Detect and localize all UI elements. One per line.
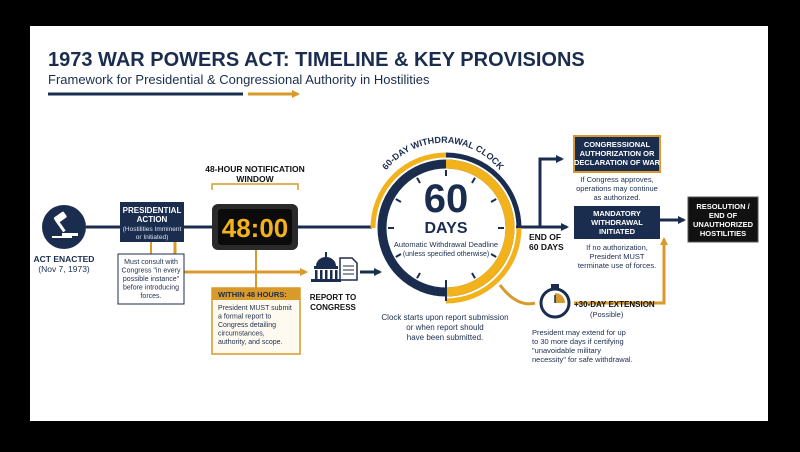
page-title: 1973 WAR POWERS ACT: TIMELINE & KEY PROV… bbox=[48, 49, 585, 71]
clock-tick bbox=[471, 177, 476, 184]
within-48-line-5: authority, and scope. bbox=[218, 339, 283, 346]
clock-progress-arc-lower bbox=[445, 227, 522, 304]
extension-note-4: necessity" for safe withdrawal. bbox=[532, 355, 633, 364]
window-label-1: 48-HOUR NOTIFICATION bbox=[205, 164, 304, 174]
consult-note-2: Congress "in every bbox=[122, 268, 181, 275]
consult-note-4: before introducing bbox=[123, 285, 179, 292]
clock-tick bbox=[471, 272, 476, 279]
clock-tick bbox=[395, 198, 402, 203]
clock-face-progress bbox=[445, 159, 515, 297]
mandatory-note-1: If no authorization, bbox=[586, 243, 648, 252]
end-label-2: 60 DAYS bbox=[529, 242, 564, 252]
clock-number: 60 bbox=[424, 177, 469, 221]
presidential-action-title-2: ACTION bbox=[137, 215, 168, 224]
presidential-action-sub-1: (Hostilities Imminent bbox=[123, 226, 182, 233]
clock-tick bbox=[416, 272, 421, 279]
mandatory-title-2: WITHDRAWAL bbox=[591, 218, 643, 227]
consult-note-box bbox=[117, 253, 185, 305]
report-label-2: CONGRESS bbox=[310, 303, 356, 312]
within-48-line-4: circumstances, bbox=[218, 331, 265, 338]
clock-note-2: or when report should bbox=[406, 323, 483, 332]
mandatory-note-2: President MUST bbox=[589, 252, 644, 261]
end-label-1: END OF bbox=[529, 232, 561, 242]
resolution-title-4: HOSTILITIES bbox=[700, 229, 746, 238]
congressional-title-2: AUTHORIZATION OR bbox=[580, 149, 655, 158]
digital-timer-value: 48:00 bbox=[222, 213, 289, 243]
window-label-2: WINDOW bbox=[236, 174, 274, 184]
within-48-title: WITHIN 48 HOURS: bbox=[218, 290, 287, 299]
congressional-note-3: as authorized. bbox=[593, 193, 640, 202]
extension-note-2: to 30 more days if certifying bbox=[532, 337, 624, 346]
mandatory-box bbox=[574, 206, 660, 239]
within-48-line-3: Congress detailing bbox=[218, 322, 276, 329]
extension-sub: (Possible) bbox=[590, 310, 624, 319]
presidential-action-sub-2: or Initiated) bbox=[136, 234, 169, 241]
congressional-box bbox=[573, 135, 661, 173]
mandatory-note-3: terminate use of forces. bbox=[578, 261, 656, 270]
clock-note-1: Clock starts upon report submission bbox=[381, 313, 508, 322]
clock-unit: DAYS bbox=[425, 220, 468, 237]
resolution-title-3: UNAUTHORIZED bbox=[693, 220, 754, 229]
resolution-box bbox=[687, 196, 759, 243]
extension-note-1: President may extend for up bbox=[532, 328, 626, 337]
document-icon bbox=[339, 257, 358, 281]
resolution-title-1: RESOLUTION / bbox=[696, 202, 750, 211]
extension-arrow bbox=[574, 237, 668, 305]
digital-timer-screen bbox=[218, 209, 292, 245]
extension-curve bbox=[498, 284, 536, 306]
page-subtitle: Framework for Presidential & Congression… bbox=[48, 72, 430, 87]
congressional-note-2: operations may continue bbox=[576, 184, 658, 193]
capitol-icon bbox=[311, 252, 341, 282]
within-48-line-2: a formal report to bbox=[218, 314, 271, 321]
act-enacted-node bbox=[42, 205, 86, 249]
stopwatch-icon bbox=[539, 284, 571, 319]
extension-title: +30-DAY EXTENSION bbox=[574, 300, 655, 309]
presidential-action-title-1: PRESIDENTIAL bbox=[123, 206, 182, 215]
consult-note-5: forces. bbox=[140, 293, 161, 300]
clock-tick bbox=[490, 198, 497, 203]
resolution-title-2: END OF bbox=[709, 211, 738, 220]
within-48-line-1: President MUST submit bbox=[218, 305, 292, 312]
act-enacted-label: ACT ENACTED bbox=[34, 254, 95, 264]
presidential-action-box bbox=[120, 202, 184, 242]
clock-desc-1: Automatic Withdrawal Deadline bbox=[394, 240, 498, 249]
clock-progress-arc-left bbox=[370, 152, 447, 229]
congressional-title-3: DECLARATION OF WAR bbox=[574, 158, 661, 167]
consult-note-1: Must consult with bbox=[124, 259, 178, 266]
clock-tick bbox=[416, 177, 421, 184]
branch-arrow-congress bbox=[538, 155, 564, 226]
report-label-1: REPORT TO bbox=[310, 293, 357, 302]
clock-tick bbox=[395, 253, 402, 258]
gavel-icon bbox=[52, 211, 78, 238]
window-bracket bbox=[211, 183, 299, 190]
clock-ticks bbox=[388, 170, 504, 286]
congressional-title-1: CONGRESSIONAL bbox=[584, 140, 651, 149]
congressional-note-1: If Congress approves, bbox=[580, 175, 653, 184]
act-enacted-date: (Nov 7, 1973) bbox=[38, 264, 90, 274]
consult-note-3: possible instance" bbox=[123, 276, 180, 283]
within-48-header bbox=[212, 288, 300, 300]
mandatory-title-3: INITIATED bbox=[599, 227, 636, 236]
clock-tick bbox=[490, 253, 497, 258]
clock-arc-right bbox=[445, 152, 522, 229]
clock-note-3: have been submitted. bbox=[407, 333, 484, 342]
extension-note-3: "unavoidable military bbox=[532, 346, 601, 355]
clock-desc-2: (unless specified otherwise) bbox=[403, 251, 489, 258]
mandatory-title-1: MANDATORY bbox=[593, 209, 641, 218]
